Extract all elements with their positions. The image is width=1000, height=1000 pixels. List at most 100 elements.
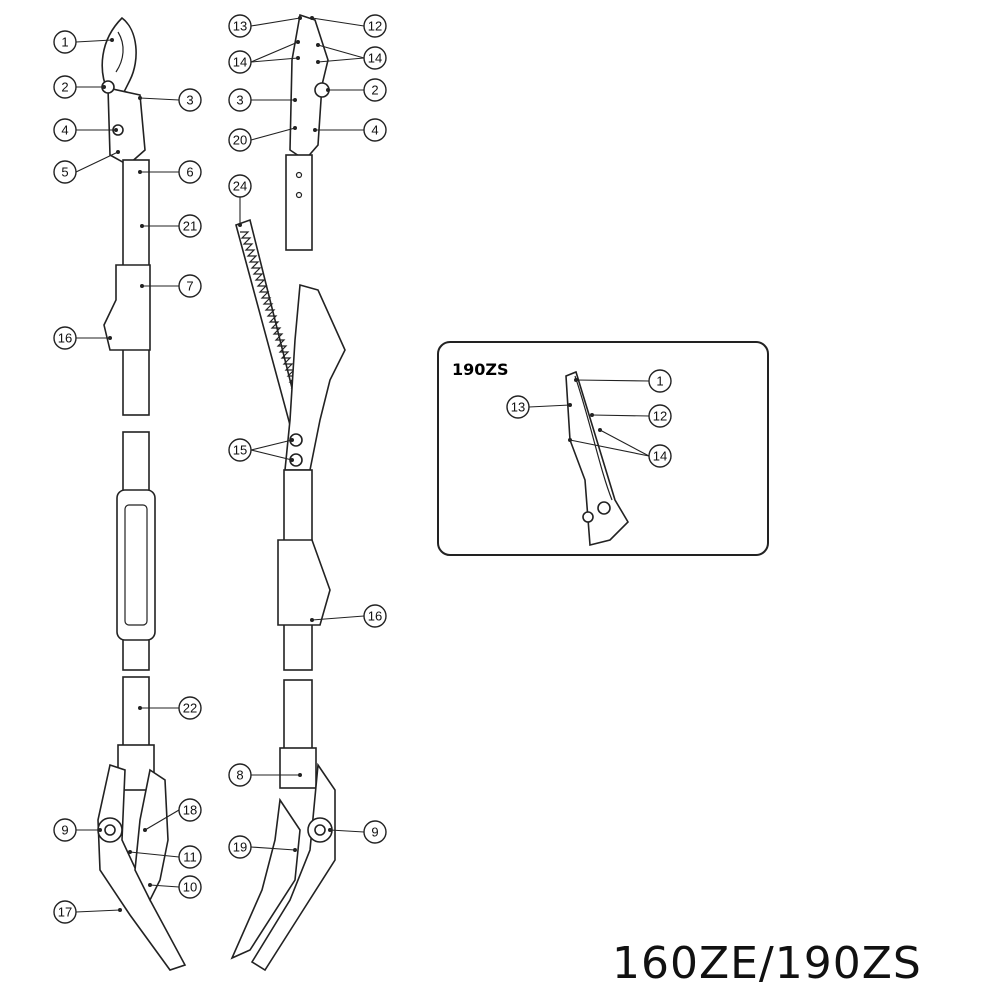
part-number: 17 bbox=[58, 905, 72, 920]
right-callout-19: 19 bbox=[228, 835, 252, 859]
leader-line bbox=[599, 429, 650, 457]
inset-box bbox=[437, 341, 769, 556]
left-callout-5: 5 bbox=[53, 160, 77, 184]
part-number: 2 bbox=[61, 80, 68, 95]
leader-dot bbox=[290, 438, 294, 442]
handle-left bbox=[97, 763, 187, 971]
leader-dot bbox=[140, 284, 144, 288]
leader-dot bbox=[568, 403, 572, 407]
right-callout-15: 15 bbox=[228, 438, 252, 462]
leader-line bbox=[591, 414, 650, 417]
leader-dot bbox=[140, 224, 144, 228]
right-tool-190zs bbox=[230, 13, 346, 972]
left-callout-9: 9 bbox=[53, 818, 77, 842]
right-callout-20: 20 bbox=[228, 128, 252, 152]
right-callout-24: 24 bbox=[228, 174, 252, 198]
leader-line bbox=[250, 127, 296, 141]
part-number: 4 bbox=[61, 123, 68, 138]
leader-dot bbox=[138, 96, 142, 100]
part-number: 14 bbox=[368, 51, 382, 66]
leader-dot bbox=[108, 336, 112, 340]
handle-right bbox=[250, 762, 336, 972]
lower-pole bbox=[283, 679, 313, 751]
part-number: 12 bbox=[368, 19, 382, 34]
leader-dot bbox=[328, 828, 332, 832]
leader-dot bbox=[148, 883, 152, 887]
part-number: 1 bbox=[656, 374, 663, 389]
grip bbox=[116, 489, 156, 641]
leader-line bbox=[317, 44, 365, 59]
leader-dot bbox=[310, 16, 314, 20]
part-number: 10 bbox=[183, 880, 197, 895]
leader-dot bbox=[238, 223, 242, 227]
leader-dot bbox=[118, 908, 122, 912]
upper-pole bbox=[285, 154, 313, 251]
leader-line bbox=[329, 829, 365, 833]
leader-dot bbox=[138, 170, 142, 174]
leader-line bbox=[75, 909, 121, 913]
leader-dot bbox=[574, 378, 578, 382]
right-callout-4: 4 bbox=[363, 118, 387, 142]
left-callout-22: 22 bbox=[178, 696, 202, 720]
leader-dot bbox=[298, 16, 302, 20]
part-number: 21 bbox=[183, 219, 197, 234]
left-callout-4: 4 bbox=[53, 118, 77, 142]
leader-line bbox=[250, 439, 293, 451]
leader-line bbox=[75, 151, 119, 173]
leader-line bbox=[250, 41, 299, 63]
right-callout-14: 14 bbox=[363, 46, 387, 70]
leader-dot bbox=[114, 128, 118, 132]
part-number: 15 bbox=[233, 443, 247, 458]
part-number: 16 bbox=[58, 331, 72, 346]
pivot-center bbox=[104, 824, 116, 836]
part-number: 1 bbox=[61, 35, 68, 50]
pivot-center bbox=[314, 824, 326, 836]
leader-dot bbox=[316, 60, 320, 64]
right-callout-13: 13 bbox=[228, 14, 252, 38]
leader-line bbox=[311, 615, 365, 621]
part-number: 16 bbox=[368, 609, 382, 624]
left-callout-16: 16 bbox=[53, 326, 77, 350]
inset-title: 190ZS bbox=[452, 360, 509, 379]
leader-dot bbox=[128, 850, 132, 854]
right-callout-14: 14 bbox=[228, 50, 252, 74]
leader-dot bbox=[296, 40, 300, 44]
leader-dot bbox=[116, 150, 120, 154]
leader-dot bbox=[326, 88, 330, 92]
leader-line bbox=[569, 439, 650, 457]
part-number: 3 bbox=[186, 93, 193, 108]
leader-dot bbox=[298, 773, 302, 777]
part-number: 11 bbox=[183, 850, 197, 865]
clamp-lock bbox=[103, 264, 151, 351]
left-callout-3: 3 bbox=[178, 88, 202, 112]
leader-dot bbox=[98, 828, 102, 832]
left-callout-11: 11 bbox=[178, 845, 202, 869]
right-callout-2: 2 bbox=[363, 78, 387, 102]
part-number: 9 bbox=[61, 823, 68, 838]
part-number: 3 bbox=[236, 93, 243, 108]
inset-callout-1: 1 bbox=[648, 369, 672, 393]
leader-dot bbox=[296, 56, 300, 60]
leader-dot bbox=[293, 98, 297, 102]
leader-dot bbox=[590, 413, 594, 417]
part-number: 19 bbox=[233, 840, 247, 855]
leader-dot bbox=[102, 85, 106, 89]
leader-line bbox=[75, 39, 113, 43]
right-callout-16: 16 bbox=[363, 604, 387, 628]
leader-line bbox=[317, 57, 365, 63]
grip-window bbox=[124, 504, 148, 626]
saw-head-assembly bbox=[284, 283, 346, 471]
left-callout-7: 7 bbox=[178, 274, 202, 298]
part-number: 2 bbox=[371, 83, 378, 98]
part-number: 24 bbox=[233, 179, 247, 194]
left-callout-21: 21 bbox=[178, 214, 202, 238]
left-callout-1: 1 bbox=[53, 30, 77, 54]
blade-edge bbox=[115, 31, 124, 73]
leader-line bbox=[149, 884, 180, 888]
model-title: 160ZE/190ZS bbox=[612, 938, 922, 989]
leader-dot bbox=[598, 428, 602, 432]
leader-line bbox=[311, 17, 365, 27]
leader-dot bbox=[313, 128, 317, 132]
leader-dot bbox=[293, 126, 297, 130]
part-number: 4 bbox=[371, 123, 378, 138]
